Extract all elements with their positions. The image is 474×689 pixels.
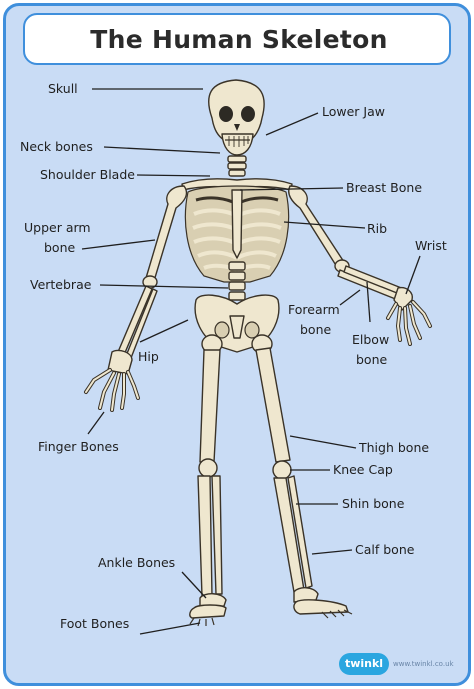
logo-url: www.twinkl.co.uk <box>393 660 454 668</box>
label-ankle-bones: Ankle Bones <box>98 555 175 570</box>
label-shin-bone: Shin bone <box>342 496 405 511</box>
label-forearm-line2: bone <box>300 322 332 337</box>
label-thigh-bone: Thigh bone <box>358 440 429 455</box>
leader-vertebrae <box>99 284 229 289</box>
label-elbow-line2: bone <box>356 352 388 367</box>
leader-breast-bone <box>239 187 344 191</box>
label-rib: Rib <box>367 221 387 236</box>
neck-bones <box>227 155 247 177</box>
skeleton-diagram: Skull Lower Jaw Neck bones Shoulder Blad… <box>20 79 447 635</box>
right-leg-bones <box>251 334 353 619</box>
label-breast-bone: Breast Bone <box>346 180 422 195</box>
leader-calf-bone <box>311 549 353 555</box>
twinkl-logo: twinkl www.twinkl.co.uk <box>339 653 467 675</box>
leader-forearm <box>339 289 361 306</box>
spine <box>228 261 246 301</box>
leader-wrist <box>405 255 421 295</box>
label-knee-cap: Knee Cap <box>333 462 393 477</box>
leader-thigh-bone <box>289 435 357 449</box>
label-finger-bones: Finger Bones <box>38 439 119 454</box>
leader-finger-bones <box>87 411 105 435</box>
leader-elbow <box>366 281 371 323</box>
rib-cage <box>184 185 290 283</box>
leader-neck-bones <box>103 146 221 154</box>
label-vertebrae: Vertebrae <box>30 277 92 292</box>
label-elbow-line1: Elbow <box>352 332 389 347</box>
label-upper-arm-line1: Upper arm <box>24 220 91 235</box>
lower-jaw-bone <box>221 133 254 156</box>
left-arm-bones <box>84 185 188 412</box>
leader-rib <box>283 221 366 229</box>
skeleton-illustration <box>84 79 432 627</box>
label-shoulder-blade: Shoulder Blade <box>40 167 135 182</box>
left-leg-bones <box>189 334 227 627</box>
title-banner: The Human Skeleton <box>23 13 451 65</box>
poster: The Human Skeleton <box>3 3 471 686</box>
label-upper-arm-line2: bone <box>44 240 76 255</box>
label-wrist: Wrist <box>415 238 447 253</box>
skull-bone <box>208 79 265 141</box>
label-neck-bones: Neck bones <box>20 139 93 154</box>
leader-foot-bones <box>139 622 201 635</box>
label-forearm-line1: Forearm <box>288 302 340 317</box>
label-calf-bone: Calf bone <box>355 542 415 557</box>
label-hip: Hip <box>138 349 159 364</box>
leader-lower-jaw <box>265 112 319 136</box>
leader-ankle-bones <box>181 571 207 599</box>
label-skull: Skull <box>48 81 78 96</box>
leader-hip <box>139 319 189 343</box>
labels: Skull Lower Jaw Neck bones Shoulder Blad… <box>20 81 447 631</box>
label-lower-jaw: Lower Jaw <box>322 104 385 119</box>
label-foot-bones: Foot Bones <box>60 616 129 631</box>
logo-badge: twinkl <box>339 653 389 675</box>
page-title: The Human Skeleton <box>90 25 388 54</box>
leader-shoulder-blade <box>136 174 211 177</box>
leader-lines <box>81 88 421 635</box>
right-arm-bones <box>288 185 432 346</box>
leader-upper-arm <box>81 239 156 250</box>
